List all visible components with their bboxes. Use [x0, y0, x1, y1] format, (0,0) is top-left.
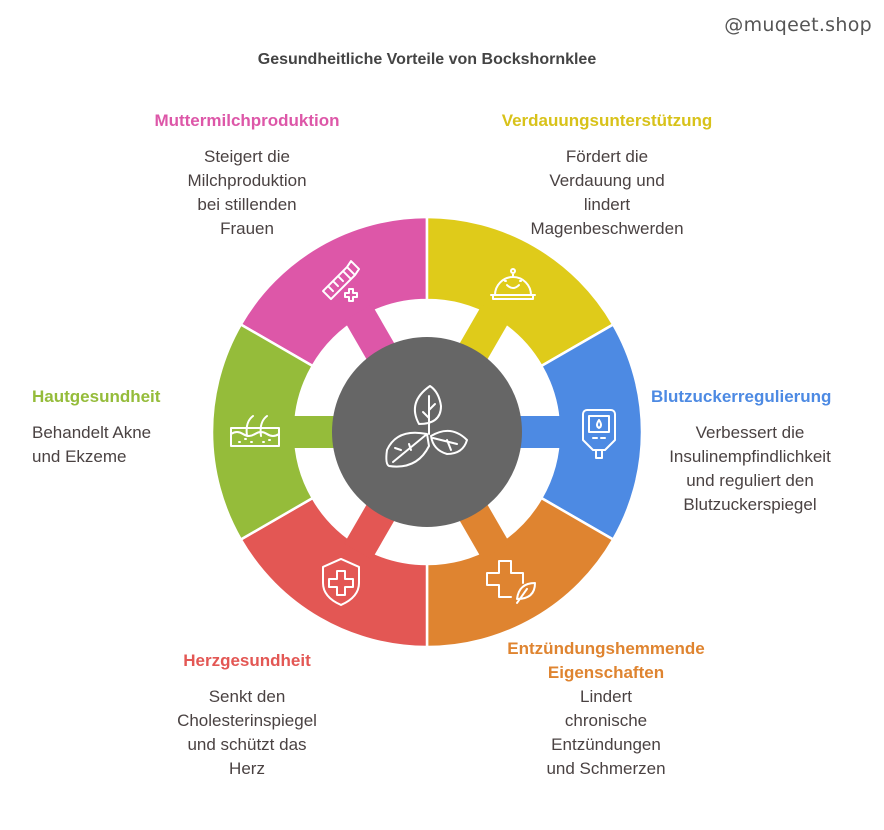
benefit-text-line: und schützt das: [187, 735, 307, 754]
benefit-title: Hautgesundheit: [32, 387, 161, 406]
benefit-text-line: chronische: [564, 711, 648, 730]
benefit-entzuendung: Entzündungshemmende Eigenschaften Linder…: [486, 637, 726, 781]
center-circle: [332, 337, 522, 527]
benefit-text-line: Milchproduktion: [187, 171, 307, 190]
diagram-title: Gesundheitliche Vorteile von Bockshornkl…: [257, 51, 597, 68]
benefit-text-line: Magenbeschwerden: [530, 219, 684, 238]
benefit-text-line: Entzündungen: [551, 735, 661, 754]
skin-hair-icon: [230, 415, 280, 447]
benefit-title: Herzgesundheit: [183, 651, 311, 670]
fenugreek-leaves-icon: [385, 385, 468, 468]
segment-connector: [289, 416, 340, 448]
benefit-text-line: Blutzuckerspiegel: [683, 495, 817, 514]
benefit-muttermilch: Muttermilchproduktion Steigert die Milch…: [137, 109, 357, 241]
benefit-title: Verdauungsunterstützung: [501, 111, 713, 130]
benefit-text-line: Herz: [229, 759, 265, 778]
segment-blue: [514, 322, 644, 542]
benefit-title: Blutzuckerregulierung: [651, 387, 832, 406]
shield-cross-icon: [322, 557, 360, 606]
baby-bottle-plus-icon: [322, 260, 360, 303]
benefit-text-line: Frauen: [220, 219, 274, 238]
benefit-text-line: bei stillenden: [197, 195, 297, 214]
medical-cross-leaf-icon: [486, 559, 536, 604]
benefit-text-line: Cholesterinspiegel: [177, 711, 317, 730]
segment-connector: [514, 416, 565, 448]
benefit-text-line: Behandelt Akne: [32, 423, 152, 442]
benefit-text-line: und Ekzeme: [32, 447, 127, 466]
benefit-text-line: und Schmerzen: [546, 759, 666, 778]
benefit-haut: Hautgesundheit Behandelt Akne und Ekzeme: [32, 385, 202, 469]
smiling-cloche-icon: [490, 268, 536, 301]
benefit-text-line: Insulinempfindlichkeit: [669, 447, 831, 466]
watermark: @muqeet.shop: [724, 14, 872, 36]
benefit-text-line: Verbessert die: [695, 423, 805, 442]
benefit-title-line2: Eigenschaften: [547, 663, 665, 682]
glucose-meter-icon: [582, 409, 616, 459]
benefit-herz: Herzgesundheit Senkt den Cholesterinspie…: [137, 649, 357, 781]
benefit-title: Entzündungshemmende: [507, 639, 705, 658]
benefit-text-line: Steigert die: [204, 147, 290, 166]
benefit-text-line: Senkt den: [208, 687, 286, 706]
benefit-title: Muttermilchproduktion: [154, 111, 340, 130]
benefit-text-line: lindert: [583, 195, 631, 214]
benefit-text-line: und reguliert den: [686, 471, 814, 490]
benefit-verdauung: Verdauungsunterstützung Fördert die Verd…: [487, 109, 727, 241]
benefit-text-line: Lindert: [580, 687, 632, 706]
benefit-blutzucker: Blutzuckerregulierung Verbessert die Ins…: [651, 385, 871, 517]
benefit-text-line: Fördert die: [565, 147, 649, 166]
benefit-text-line: Verdauung und: [549, 171, 665, 190]
